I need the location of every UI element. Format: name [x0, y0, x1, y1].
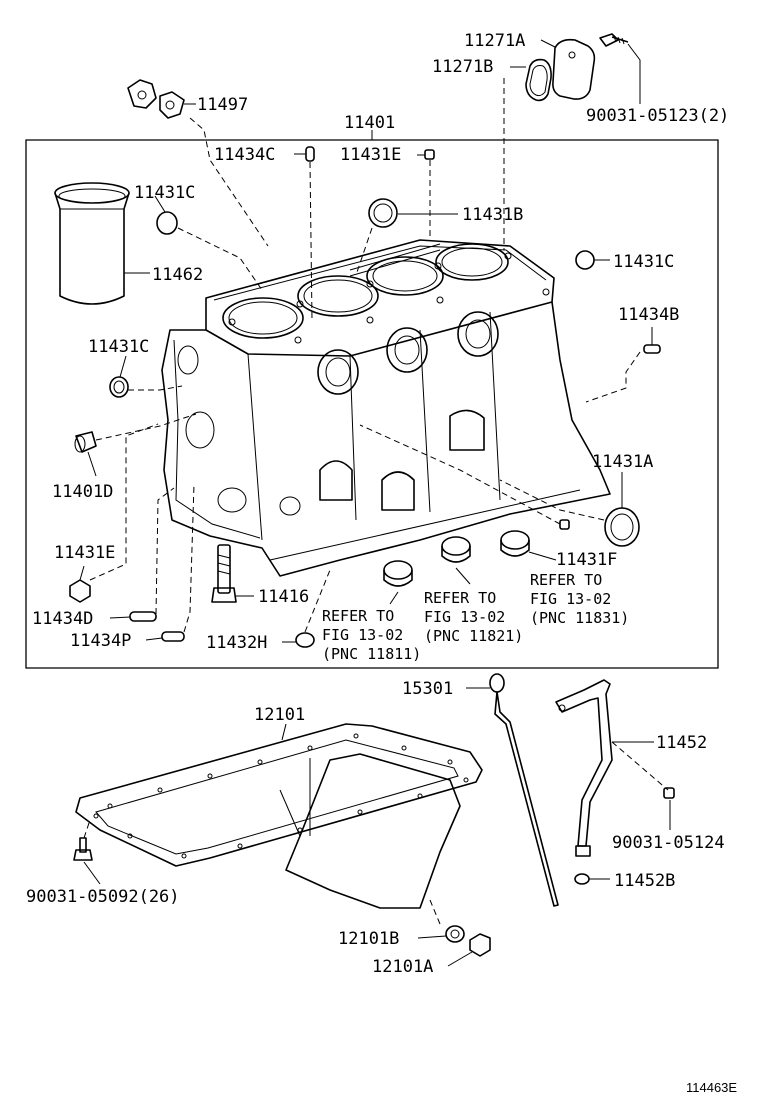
plug-11431C-b	[575, 250, 595, 270]
ref-note-11831-line2: FIG 13-02	[530, 590, 611, 608]
plug-11431F	[559, 519, 570, 530]
label-11462: 11462	[152, 265, 203, 285]
plug-11431E-top	[424, 149, 435, 160]
bearing-pnc-11811	[383, 560, 413, 587]
label-12101B: 12101B	[338, 929, 399, 949]
pin-11434B	[643, 344, 661, 354]
bearing-pnc-11831	[500, 530, 530, 557]
label-90031-05092: 90031-05092(26)	[26, 887, 180, 907]
cylinder-block-11401	[161, 239, 611, 577]
dipstick-15301	[489, 673, 559, 907]
plug-11431B	[368, 198, 398, 228]
o-ring-11452B	[574, 873, 590, 885]
bolt-90031-05092	[73, 837, 93, 861]
label-11434D: 11434D	[32, 609, 93, 629]
bolt-90031-05124	[663, 787, 675, 799]
label-11431C-3: 11431C	[88, 337, 149, 357]
plug-11432H	[295, 632, 315, 648]
water-inlet-11497	[127, 79, 185, 119]
plug-11431C-c	[109, 376, 129, 398]
label-11431C-1: 11431C	[134, 183, 195, 203]
label-11497: 11497	[197, 95, 248, 115]
ref-note-11831-line1: REFER TO	[530, 571, 602, 589]
pin-11434C	[305, 146, 315, 162]
bolt-90031-05123	[599, 33, 629, 47]
label-15301: 15301	[402, 679, 453, 699]
bushing-11401D	[74, 431, 97, 453]
label-90031-05123: 90031-05123(2)	[586, 106, 729, 126]
label-11271B: 11271B	[432, 57, 493, 77]
bearing-pnc-11821	[441, 536, 471, 563]
figure-code: 114463E	[686, 1080, 737, 1095]
pin-11434P	[161, 631, 185, 642]
label-11431A: 11431A	[592, 452, 653, 472]
assembly-frame	[25, 139, 719, 669]
gasket-11271B	[525, 58, 552, 102]
label-11452B: 11452B	[614, 871, 675, 891]
label-11401: 11401	[344, 113, 395, 133]
dipstick-guide-11452	[555, 679, 613, 857]
label-11431E-left: 11431E	[54, 543, 115, 563]
cover-plate-11271A	[552, 38, 596, 100]
plug-11431E-left	[69, 579, 91, 603]
label-11431F: 11431F	[556, 550, 617, 570]
label-11271A: 11271A	[464, 31, 525, 51]
bolt-11416	[211, 544, 237, 603]
oil-seal-11431A	[604, 507, 640, 547]
drain-plug-12101A	[469, 933, 491, 957]
label-11434C: 11434C	[214, 145, 275, 165]
ref-note-11811-line3: (PNC 11811)	[322, 645, 421, 663]
plug-11431C-a	[156, 211, 178, 235]
label-90031-05124: 90031-05124	[612, 833, 725, 853]
label-11434P: 11434P	[70, 631, 131, 651]
label-11434B: 11434B	[618, 305, 679, 325]
ref-note-11811-line1: REFER TO	[322, 607, 394, 625]
label-12101A: 12101A	[372, 957, 433, 977]
oil-pan-12101	[75, 723, 483, 909]
label-11431C-2: 11431C	[613, 252, 674, 272]
pin-11434D	[129, 611, 157, 622]
label-11401D: 11401D	[52, 482, 113, 502]
cylinder-liner-11462	[54, 182, 130, 305]
ref-note-11821-line2: FIG 13-02	[424, 608, 505, 626]
ref-note-11811-line2: FIG 13-02	[322, 626, 403, 644]
label-11431B: 11431B	[462, 205, 523, 225]
label-11431E-top: 11431E	[340, 145, 401, 165]
label-12101: 12101	[254, 705, 305, 725]
label-11432H: 11432H	[206, 633, 267, 653]
ref-note-11821-line3: (PNC 11821)	[424, 627, 523, 645]
label-11452: 11452	[656, 733, 707, 753]
ref-note-11821-line1: REFER TO	[424, 589, 496, 607]
gasket-12101B	[445, 925, 465, 943]
label-11416: 11416	[258, 587, 309, 607]
ref-note-11831-line3: (PNC 11831)	[530, 609, 629, 627]
